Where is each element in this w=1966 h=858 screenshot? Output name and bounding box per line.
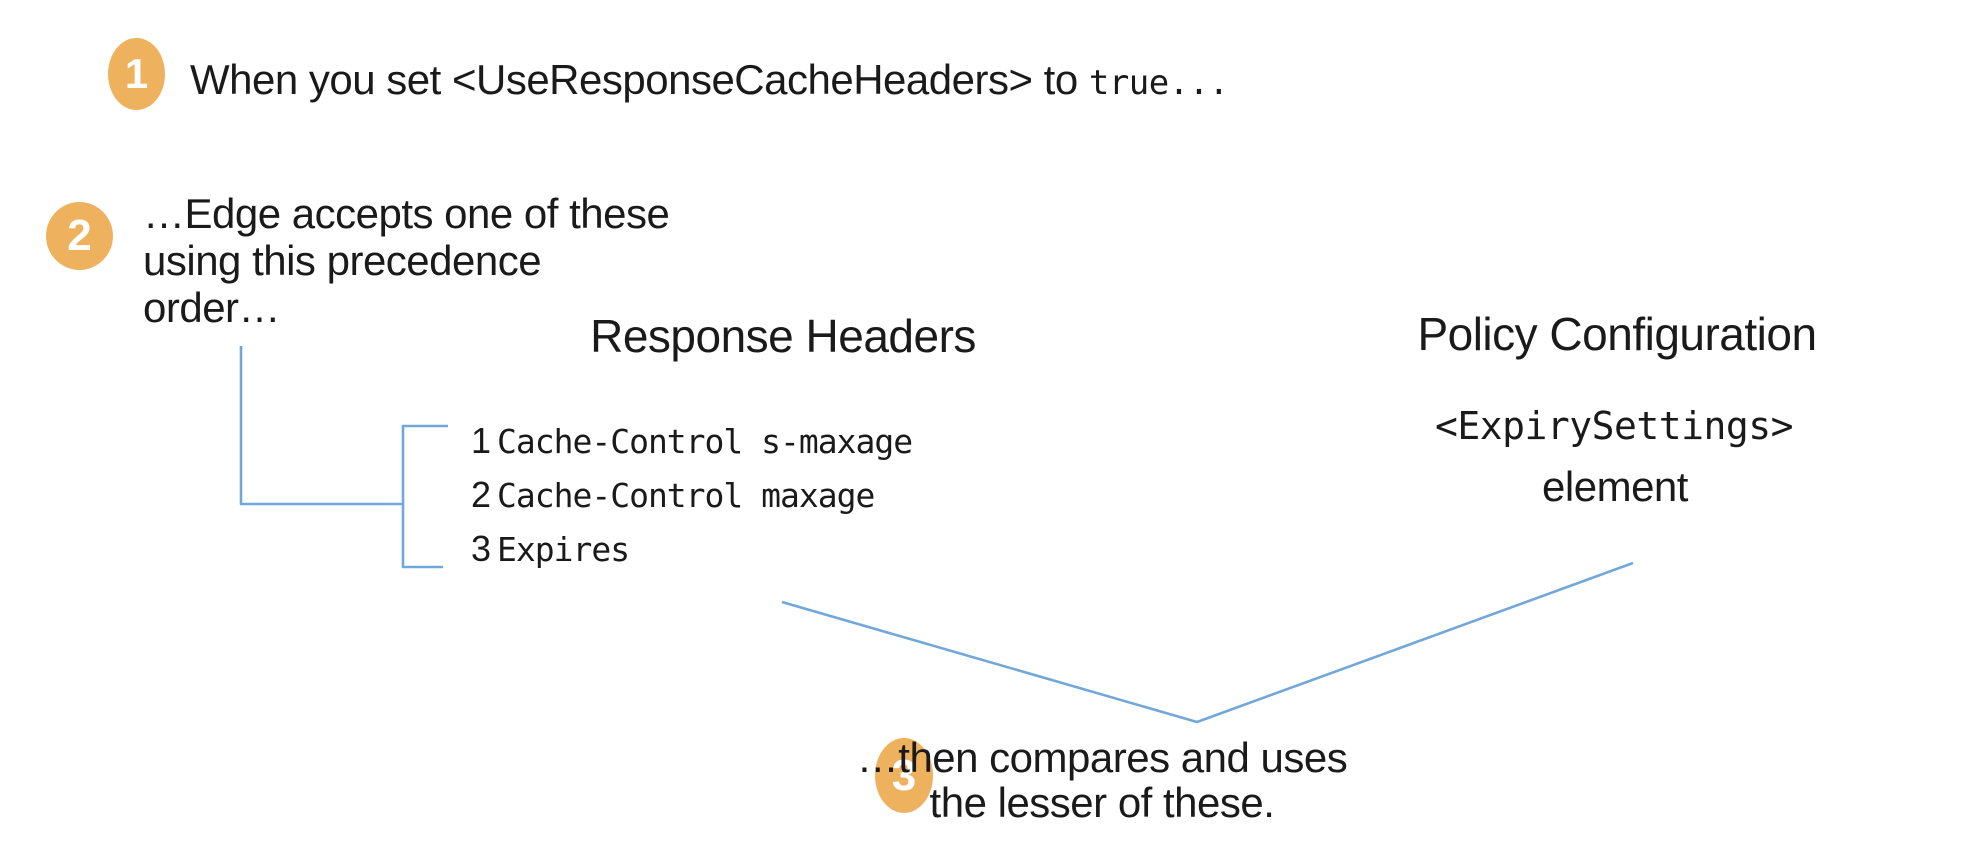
list-item-code: Expires <box>497 529 630 569</box>
list-item-code: Cache-Control maxage <box>497 475 875 515</box>
step-3-badge: 3 <box>875 738 933 813</box>
list-item: 2 Cache-Control maxage <box>471 468 912 522</box>
precedence-list: 1 Cache-Control s-maxage 2 Cache-Control… <box>471 414 913 576</box>
precedence-left-elbow-line <box>239 346 403 506</box>
list-item-rank: 2 <box>471 474 491 515</box>
policy-configuration-title: Policy Configuration <box>1417 308 1817 360</box>
step-1-code-true: true... <box>1088 63 1229 103</box>
step-2-line-3: order… <box>143 284 281 331</box>
step-3-line-1: …then compares and uses <box>856 734 1348 781</box>
step-2-line-1: …Edge accepts one of these <box>143 190 670 237</box>
step-1-text-prefix: When you set <UseResponseCacheHeaders> t… <box>190 56 1089 103</box>
step-2-line-2: using this precedence <box>143 237 542 284</box>
element-label: element <box>1542 463 1688 510</box>
step-2-text: …Edge accepts one of these using this pr… <box>143 190 670 331</box>
list-item: 3 Expires <box>471 522 912 576</box>
list-item-code: Cache-Control s-maxage <box>497 421 913 461</box>
step-3-number: 3 <box>891 750 917 800</box>
list-item: 1 Cache-Control s-maxage <box>471 414 913 468</box>
step-1-number: 1 <box>124 50 149 97</box>
step-1-text: When you set <UseResponseCacheHeaders> t… <box>190 56 1229 104</box>
step-3-line-2: the lesser of these. <box>929 779 1275 826</box>
expiry-settings-code: <ExpirySettings> <box>1434 404 1794 448</box>
step-2-number: 2 <box>67 211 92 260</box>
list-item-rank: 1 <box>471 420 491 461</box>
step-1-badge: 1 <box>108 38 165 110</box>
list-item-rank: 3 <box>471 528 491 569</box>
step-2-badge: 2 <box>46 202 113 270</box>
compare-v-connector-line <box>781 561 1634 724</box>
precedence-bracket-line <box>401 424 448 569</box>
step-3-text: …then compares and uses the lesser of th… <box>856 734 1348 826</box>
response-headers-title: Response Headers <box>590 310 976 362</box>
